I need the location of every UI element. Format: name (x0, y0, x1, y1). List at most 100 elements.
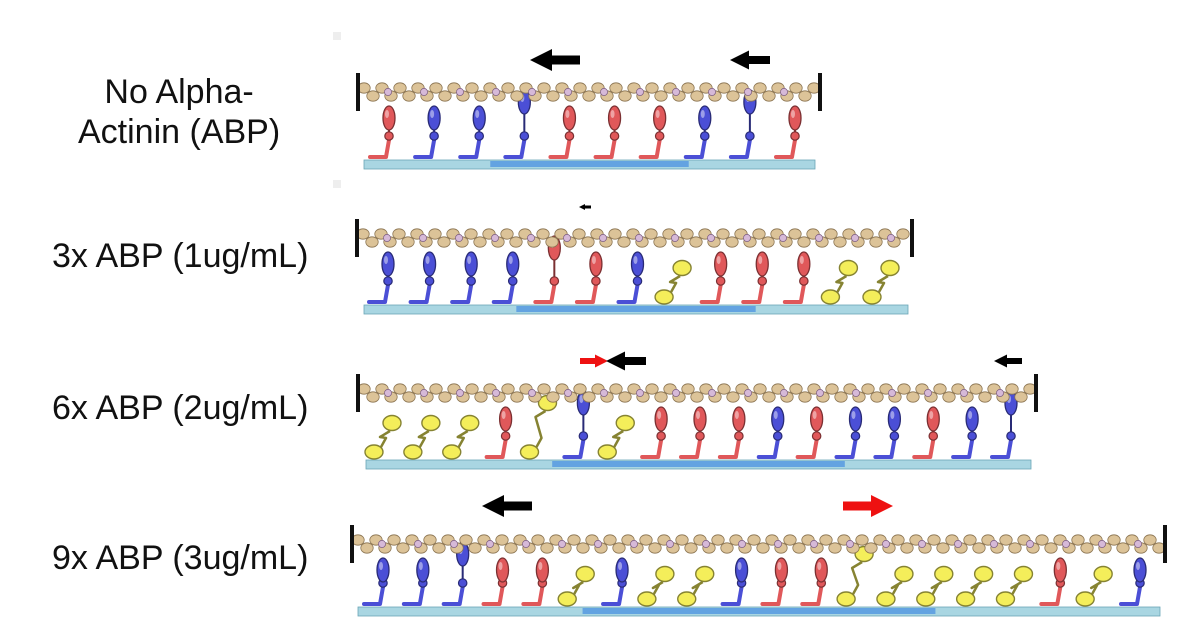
actin-bead (403, 392, 415, 402)
actin-crossover (378, 540, 385, 547)
actin-crossover (528, 88, 535, 95)
actin-bead (655, 91, 667, 101)
motor-head-shine (538, 562, 542, 570)
actin-bead (682, 384, 694, 394)
actin-bead (898, 384, 910, 394)
motor-head-shine (701, 110, 705, 118)
motor-joint (800, 277, 808, 285)
actin-crossover (635, 234, 642, 241)
motor-joint (550, 277, 558, 285)
abp-crosslinker (558, 567, 594, 607)
actin-bead (367, 91, 379, 101)
red-motor (776, 106, 801, 157)
actin-bead (537, 229, 549, 239)
actin-bead (402, 237, 414, 247)
blue-motor (619, 252, 644, 302)
actin-bead (361, 543, 373, 553)
actin-bead (1009, 543, 1021, 553)
motor-lever (415, 140, 434, 157)
abp-head (895, 567, 913, 582)
motor-joint (716, 277, 724, 285)
actin-crossover (600, 88, 607, 95)
black-arrow-left-icon (730, 51, 770, 70)
motor-head (500, 407, 512, 431)
actin-bead (717, 229, 729, 239)
abp-foot (996, 592, 1014, 606)
abp-foot (678, 592, 696, 606)
motor-head-shine (777, 562, 781, 570)
actin-crossover (522, 540, 529, 547)
actin-crossover (954, 540, 961, 547)
abp-crosslinker (655, 261, 691, 305)
blue-motor (364, 558, 389, 604)
row-3-diagram (350, 495, 1167, 616)
abp-foot (863, 290, 881, 304)
motor-joint (746, 132, 754, 140)
actin-bead (861, 229, 873, 239)
motor-head-shine (419, 562, 423, 570)
motor-head-shine (657, 411, 661, 419)
actin-crossover (816, 389, 823, 396)
actin-bead (475, 91, 487, 101)
motor-head (888, 407, 900, 431)
actin-bead (1081, 543, 1093, 553)
motor-joint (929, 432, 937, 440)
actin-crossover (744, 389, 751, 396)
motor-lever (686, 140, 705, 157)
motor-head (715, 252, 727, 276)
blue-motor (369, 252, 394, 302)
actin-bead (465, 229, 477, 239)
actin-bead (511, 392, 523, 402)
actin-crossover (1134, 540, 1141, 547)
actin-crossover (564, 389, 571, 396)
motor-head (563, 106, 575, 130)
actin-bead (757, 543, 769, 553)
actin-bead (583, 91, 595, 101)
red-motor (370, 106, 395, 157)
abp-head (1094, 567, 1112, 582)
motor-head (1054, 558, 1066, 582)
motor-head (417, 558, 429, 582)
black-arrow-left-icon (579, 204, 591, 210)
actin-bead (862, 384, 874, 394)
abp-foot (638, 592, 656, 606)
actin-bead (727, 91, 739, 101)
motor-head (428, 106, 440, 130)
actin-bead (826, 384, 838, 394)
red-motor (702, 252, 727, 302)
abp-head (935, 567, 953, 582)
motor-head-shine (618, 562, 622, 570)
actin-bead (646, 384, 658, 394)
abp-head (839, 261, 857, 276)
red-motor (484, 558, 509, 604)
motor-head (383, 106, 395, 130)
filament-end-right (1034, 374, 1038, 412)
blue-motor (953, 407, 978, 457)
actin-crossover (990, 540, 997, 547)
abp-crosslinker (365, 416, 401, 460)
motor-head (497, 558, 509, 582)
abp-foot (404, 445, 422, 459)
actin-bead (825, 229, 837, 239)
motor-joint (791, 132, 799, 140)
motor-lever (1041, 587, 1060, 604)
actin-bead (892, 535, 904, 545)
filament-end-right (1163, 525, 1167, 563)
actin-bead (433, 543, 445, 553)
actin-bead (538, 384, 550, 394)
abp-head (383, 416, 401, 431)
actin-crossover (414, 540, 421, 547)
motor-joint (633, 277, 641, 285)
actin-bead (469, 543, 481, 553)
actin-crossover (420, 88, 427, 95)
actin-crossover (851, 234, 858, 241)
motor-joint (430, 132, 438, 140)
actin-bead (568, 535, 580, 545)
actin-crossover (671, 234, 678, 241)
surface-highlight (583, 608, 936, 614)
abp-crosslinker (837, 547, 873, 607)
actin-crossover (708, 88, 715, 95)
red-motor (720, 407, 745, 457)
motor-lever (731, 140, 750, 157)
motor-head-shine (852, 411, 856, 419)
